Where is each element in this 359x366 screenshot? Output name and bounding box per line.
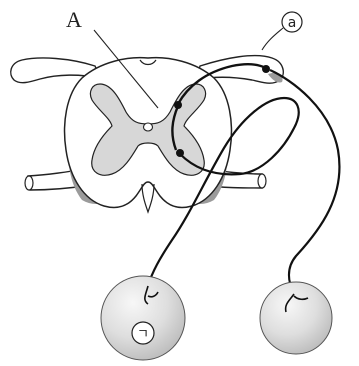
label-circled-a-leader-line [262, 28, 283, 50]
interneuron-cell-body [174, 101, 182, 109]
sensory-neuron-peripheral-fiber [270, 70, 339, 294]
label-a: A [66, 7, 82, 32]
ganglion-cell-body [262, 65, 270, 73]
central-canal [144, 123, 153, 131]
ventral-root-left-end [25, 176, 33, 190]
label-circled-a: a [288, 15, 297, 31]
label-circled-giyeok: ㄱ [137, 327, 149, 342]
ventral-root-right-end [258, 174, 266, 188]
receptor-sphere-right [260, 282, 332, 354]
effector-sphere-left [101, 276, 185, 360]
ventral-median-fissure [142, 184, 154, 212]
motor-neuron-cell-body [176, 149, 184, 157]
